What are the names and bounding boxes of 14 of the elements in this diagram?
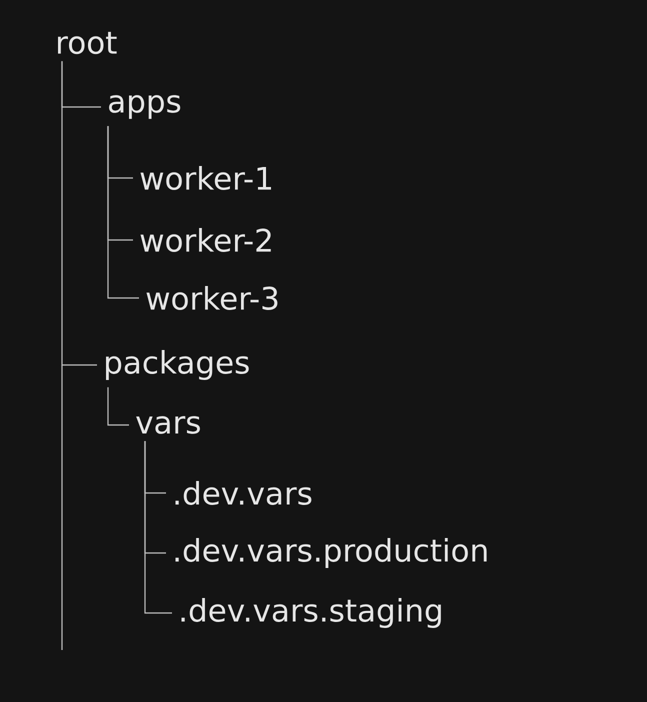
tree-item: worker-3 (146, 286, 278, 310)
tree-item: .dev.vars (176, 481, 312, 505)
tree-connector (144, 441, 172, 614)
tree-item: root (58, 32, 117, 54)
tree-item: worker-2 (140, 228, 271, 252)
tree-item: .dev.vars.staging (182, 598, 441, 628)
tree-item: apps (109, 95, 180, 119)
tree-item: packages (106, 350, 249, 380)
tree-item: vars (136, 416, 200, 434)
tree-connector (61, 61, 97, 366)
tree-connector (107, 126, 139, 299)
tree-connector (107, 387, 129, 426)
tree-item: worker-1 (140, 166, 271, 190)
tree-item: .dev.vars.production (176, 538, 487, 568)
